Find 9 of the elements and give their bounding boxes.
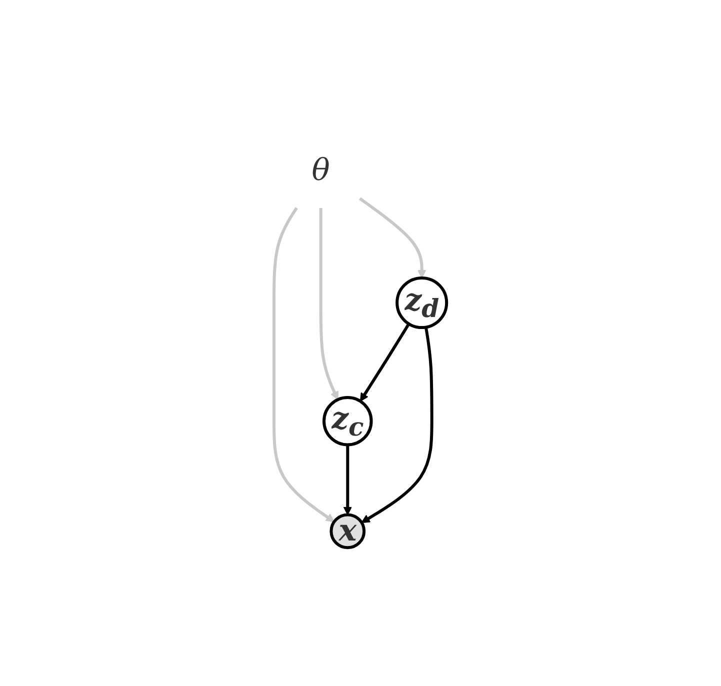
arrow (361, 326, 434, 523)
arrow (272, 206, 335, 522)
node-circle: z$_{c}$ (322, 396, 373, 446)
arrow (360, 322, 410, 402)
arrow (343, 444, 352, 515)
arrow (320, 208, 339, 400)
node-circle: z$_{d}$ (396, 276, 448, 329)
node-text: θ (312, 152, 330, 188)
arrow (359, 196, 426, 278)
